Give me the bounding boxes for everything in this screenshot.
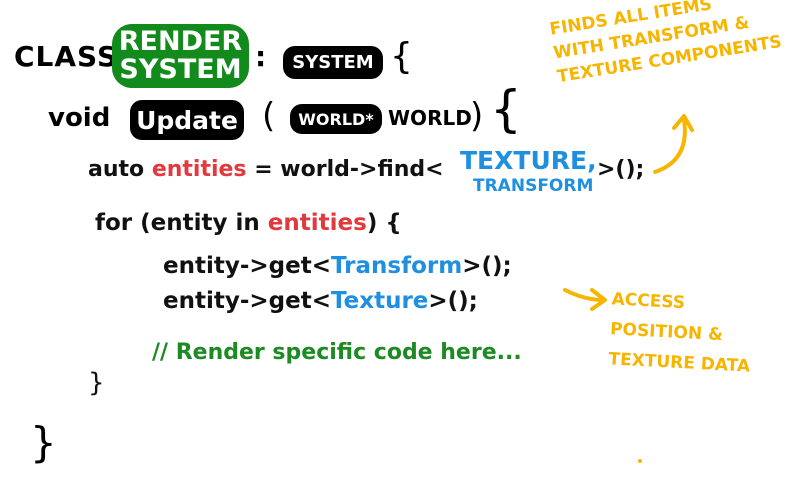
for-loop-header: for (entity in entities) { bbox=[95, 210, 402, 236]
transform-type: Transform bbox=[331, 253, 463, 279]
arrow-up-head-icon bbox=[672, 114, 694, 132]
template-arg-texture: TEXTURE, bbox=[460, 146, 597, 175]
class-name-line1: RENDER bbox=[118, 26, 243, 57]
find-call-end: >(); bbox=[597, 157, 645, 182]
base-class-badge: SYSTEM bbox=[283, 46, 383, 79]
for-prefix: for (entity in bbox=[95, 210, 260, 236]
class-name-line2: SYSTEM bbox=[119, 54, 242, 85]
dot bbox=[638, 459, 642, 463]
get-call-end: >(); bbox=[428, 288, 478, 314]
paren-open: ( bbox=[262, 96, 276, 136]
arrow-up-icon bbox=[653, 118, 687, 174]
code-comment: // Render specific code here... bbox=[152, 340, 522, 365]
get-texture-line: entity->get<Texture>(); bbox=[163, 288, 478, 314]
paren-close: ) bbox=[470, 96, 484, 136]
texture-type: Texture bbox=[331, 288, 429, 314]
template-arg-transform: TRANSFORM bbox=[473, 176, 594, 196]
for-suffix: ) { bbox=[366, 210, 402, 236]
get-call-end: >(); bbox=[462, 253, 512, 279]
get-transform-line: entity->get<Transform>(); bbox=[163, 253, 512, 279]
param-name: WORLD bbox=[388, 106, 472, 130]
entities-var: entities bbox=[151, 157, 247, 182]
void-keyword: void bbox=[48, 103, 111, 133]
param-type-badge: WORLD* bbox=[290, 104, 382, 134]
method-open-brace: { bbox=[490, 80, 522, 138]
entities-var: entities bbox=[267, 210, 367, 236]
class-name-badge: RENDER SYSTEM bbox=[112, 24, 249, 88]
find-call: = world->find< bbox=[254, 157, 444, 182]
for-close-brace: } bbox=[88, 368, 105, 398]
class-close-brace: } bbox=[30, 418, 57, 467]
arrow-right-icon bbox=[563, 288, 605, 302]
colon: : bbox=[255, 40, 267, 73]
class-open-brace: { bbox=[390, 36, 413, 77]
class-keyword: CLASS bbox=[14, 40, 119, 73]
arrow-right-head-icon bbox=[590, 288, 607, 311]
auto-keyword: auto bbox=[88, 157, 145, 182]
find-statement: auto entities = world->find< bbox=[88, 157, 444, 182]
get-call: entity->get< bbox=[163, 288, 331, 314]
get-call: entity->get< bbox=[163, 253, 331, 279]
method-name-badge: Update bbox=[130, 100, 244, 140]
